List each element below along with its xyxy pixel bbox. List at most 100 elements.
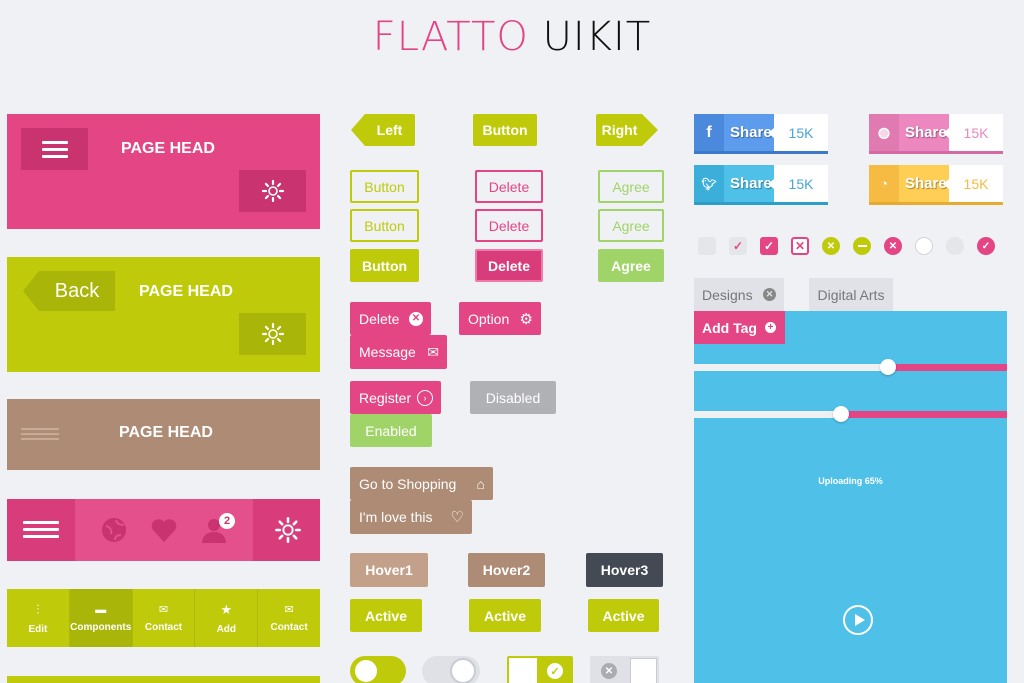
gear-icon <box>261 322 284 346</box>
user-icon[interactable] <box>199 515 229 545</box>
enabled-button[interactable]: Enabled <box>350 414 432 447</box>
close-circle-icon: ✕ <box>409 311 423 326</box>
settings-button[interactable] <box>271 513 305 547</box>
active-button-1[interactable]: Active <box>350 599 422 632</box>
hover3-button[interactable]: Hover3 <box>586 553 663 587</box>
settings-button[interactable] <box>239 170 306 212</box>
share-count: 15K <box>768 165 828 202</box>
toolbar-item-contact[interactable]: ✉ Contact <box>133 589 196 647</box>
toolbar-item-add[interactable]: ★ Add <box>195 589 259 647</box>
delete-solid[interactable]: Delete <box>475 249 543 282</box>
play-icon[interactable] <box>843 605 873 635</box>
button-outline-2[interactable]: Button <box>350 209 419 242</box>
gear-icon: ⚙ <box>519 310 533 328</box>
checkbox-x[interactable]: ✕ <box>791 237 809 255</box>
disabled-button: Disabled <box>470 381 556 414</box>
option-tag[interactable]: Option ⚙ <box>459 302 541 335</box>
mail-icon: ✉ <box>284 604 294 616</box>
range-slider-2[interactable] <box>694 406 1007 422</box>
option-tag-label: Option <box>468 310 510 327</box>
love-this-tag[interactable]: I'm love this ♡ <box>350 500 472 534</box>
radio-x-lime[interactable]: ✕ <box>822 237 840 255</box>
checkbox-empty[interactable] <box>698 237 716 255</box>
checkbox-checked[interactable]: ✓ <box>760 237 778 255</box>
page-header-pink: PAGE HEAD <box>7 114 320 229</box>
menu-button[interactable] <box>21 513 61 545</box>
settings-button[interactable] <box>239 313 306 355</box>
title-part-1: FLATTO <box>372 14 529 60</box>
facebook-icon: f <box>706 123 712 141</box>
menu-button[interactable] <box>21 128 88 170</box>
shopping-tag-label: Go to Shopping <box>359 475 457 492</box>
toggle-knob <box>509 658 537 683</box>
toolbar-item-contact-2[interactable]: ✉ Contact <box>258 589 320 647</box>
agree-outline-2[interactable]: Agree <box>598 209 664 242</box>
page-header-lime: Back PAGE HEAD <box>7 257 320 372</box>
toggle-check[interactable]: ✓ <box>507 656 573 683</box>
dribbble-share[interactable]: ◍ Share 15K <box>869 114 1003 154</box>
share-label: Share <box>724 114 774 151</box>
message-tag-label: Message <box>359 344 416 360</box>
delete-outline-1[interactable]: Delete <box>475 170 543 203</box>
go-shopping-tag[interactable]: Go to Shopping ⌂ <box>350 467 493 500</box>
toolbar-item-edit[interactable]: ⫶ Edit <box>7 589 70 647</box>
message-tag[interactable]: Message ✉ <box>350 335 447 369</box>
toolbar-item-components[interactable]: ▬ Components <box>69 589 133 647</box>
globe-icon[interactable] <box>99 515 129 545</box>
button-outline-1[interactable]: Button <box>350 170 419 203</box>
slider-track-rest <box>888 364 1007 371</box>
hover2-button[interactable]: Hover2 <box>468 553 545 587</box>
page-header-brown: PAGE HEAD <box>7 399 320 470</box>
checkbox-checked-light[interactable]: ✓ <box>729 237 747 255</box>
register-tag[interactable]: Register › <box>350 381 441 414</box>
agree-solid[interactable]: Agree <box>598 249 664 282</box>
add-tag-button[interactable]: Add Tag + <box>694 311 785 344</box>
header-title: PAGE HEAD <box>121 140 215 157</box>
delete-outline-2[interactable]: Delete <box>475 209 543 242</box>
range-slider-1[interactable] <box>694 359 1007 375</box>
right-button[interactable]: Right <box>596 114 643 146</box>
toggle-x[interactable]: ✕ <box>590 656 659 683</box>
left-button[interactable]: Left <box>364 114 415 146</box>
agree-outline-1[interactable]: Agree <box>598 170 664 203</box>
chip-designs[interactable]: Designs ✕ <box>694 278 784 311</box>
back-arrow <box>23 271 39 311</box>
primary-button[interactable]: Button <box>473 114 537 146</box>
dribbble-icon: ◍ <box>877 124 891 140</box>
hover1-button[interactable]: Hover1 <box>350 553 428 587</box>
toggle-on[interactable] <box>350 656 406 683</box>
radio-x-pink[interactable]: ✕ <box>884 237 902 255</box>
menu-lines-icon[interactable] <box>21 425 59 443</box>
button-solid[interactable]: Button <box>350 249 419 282</box>
radio-grey[interactable] <box>946 237 964 255</box>
chip-digital-arts[interactable]: Digital Arts <box>809 278 893 311</box>
toggle-knob <box>630 658 657 683</box>
close-icon[interactable]: ✕ <box>763 288 776 301</box>
back-button[interactable]: Back <box>39 271 115 311</box>
share-count: 15K <box>943 165 1003 202</box>
active-button-2[interactable]: Active <box>469 599 541 632</box>
close-icon: ✕ <box>601 663 617 679</box>
icon-nav-bar: 2 <box>7 499 320 561</box>
toolbar-item-label: Edit <box>28 623 48 635</box>
star-icon: ★ <box>220 601 233 617</box>
radio-minus[interactable] <box>853 237 871 255</box>
slider-thumb[interactable] <box>833 406 849 422</box>
facebook-share[interactable]: f Share 15K <box>694 114 828 154</box>
toggle-off[interactable] <box>422 656 480 683</box>
rss-share[interactable]: ◔ Share 15K <box>869 165 1003 205</box>
header-title: PAGE HEAD <box>139 283 233 300</box>
radio-checked[interactable]: ✓ <box>977 237 995 255</box>
toolbar-item-label: Contact <box>144 622 183 633</box>
slider-thumb[interactable] <box>880 359 896 375</box>
radio-empty[interactable] <box>915 237 933 255</box>
mail-icon: ✉ <box>427 343 439 360</box>
chip-label: Designs <box>702 286 753 303</box>
heart-icon[interactable] <box>149 515 179 545</box>
twitter-share[interactable]: 🐦︎ Share 15K <box>694 165 828 205</box>
share-count: 15K <box>768 114 828 151</box>
share-label: Share <box>899 165 949 202</box>
delete-tag[interactable]: Delete ✕ <box>350 302 431 335</box>
toolbar-item-label: Add <box>216 623 237 635</box>
active-button-3[interactable]: Active <box>588 599 659 632</box>
